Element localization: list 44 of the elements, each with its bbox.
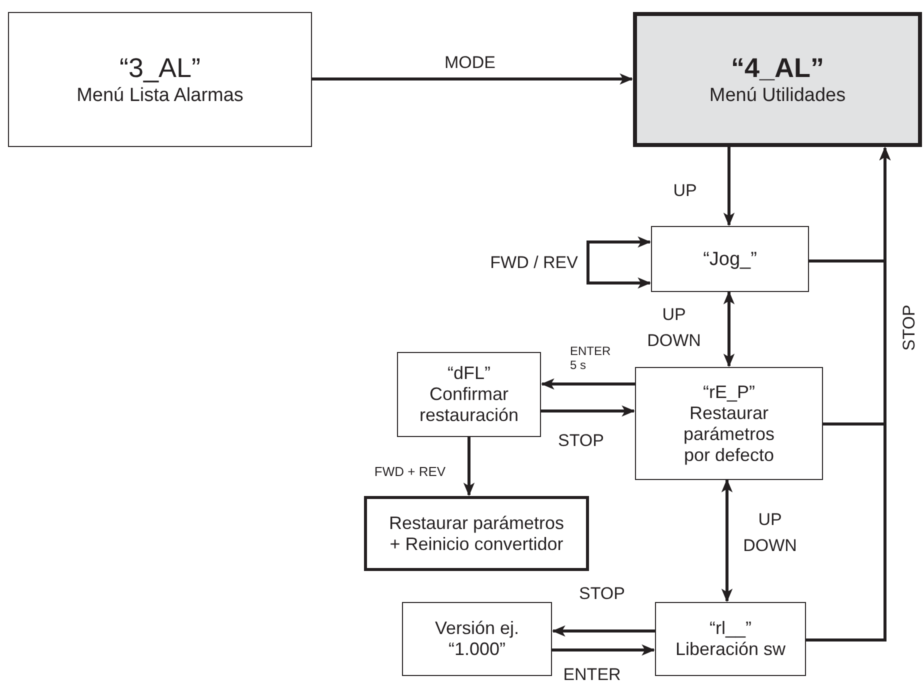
edge-label: STOP [578,583,626,605]
state-box [364,496,589,571]
node-text: “4_AL” [730,52,824,84]
arrow [586,236,652,289]
state-box [402,602,552,676]
edge-label: UP DOWN [646,304,702,352]
state-box [8,12,312,147]
edge-label: ENTER 5 s [570,344,612,372]
node-text: Liberación sw [675,639,786,660]
node-text: “rE_P” [702,382,755,402]
arrow [721,478,733,602]
edge-label: UP [672,180,698,202]
state-box [397,352,541,437]
edge-label: UP DOWN [742,509,798,557]
arrow [723,147,735,226]
node-text: Menú Utilidades [709,84,846,108]
edge-label: MODE [444,52,496,74]
edge-label: STOP [898,304,920,353]
edge-label: FWD + REV [373,463,447,481]
node-text: Restaurar parámetros por defecto [682,402,776,466]
arrow [540,378,635,390]
node-text: Confirmar restauración [418,384,520,426]
state-box [655,602,806,676]
arrow [723,290,735,368]
arrow [541,405,636,417]
arrow [552,625,655,637]
edge-label: FWD / REV [489,252,578,274]
state-box [635,367,823,480]
arrow [312,73,634,85]
arrow [552,644,656,656]
state-box [651,226,809,292]
node-text: “Jog_” [703,248,757,270]
node-text: “rl__” [709,618,752,639]
node-text: Menú Lista Alarmas [76,84,244,108]
edge-label: ENTER [562,664,622,684]
arrow [806,146,891,642]
edge-label: STOP [557,430,605,452]
node-text: “dFL” [447,363,490,384]
node-text: “1.000” [448,639,506,660]
node-text: “3_AL” [119,52,201,84]
state-box [633,12,922,147]
node-text: Restaurar parámetros + Reinicio convertidor [388,512,566,554]
arrow [463,437,475,496]
node-text: Versión ej. [434,618,520,639]
